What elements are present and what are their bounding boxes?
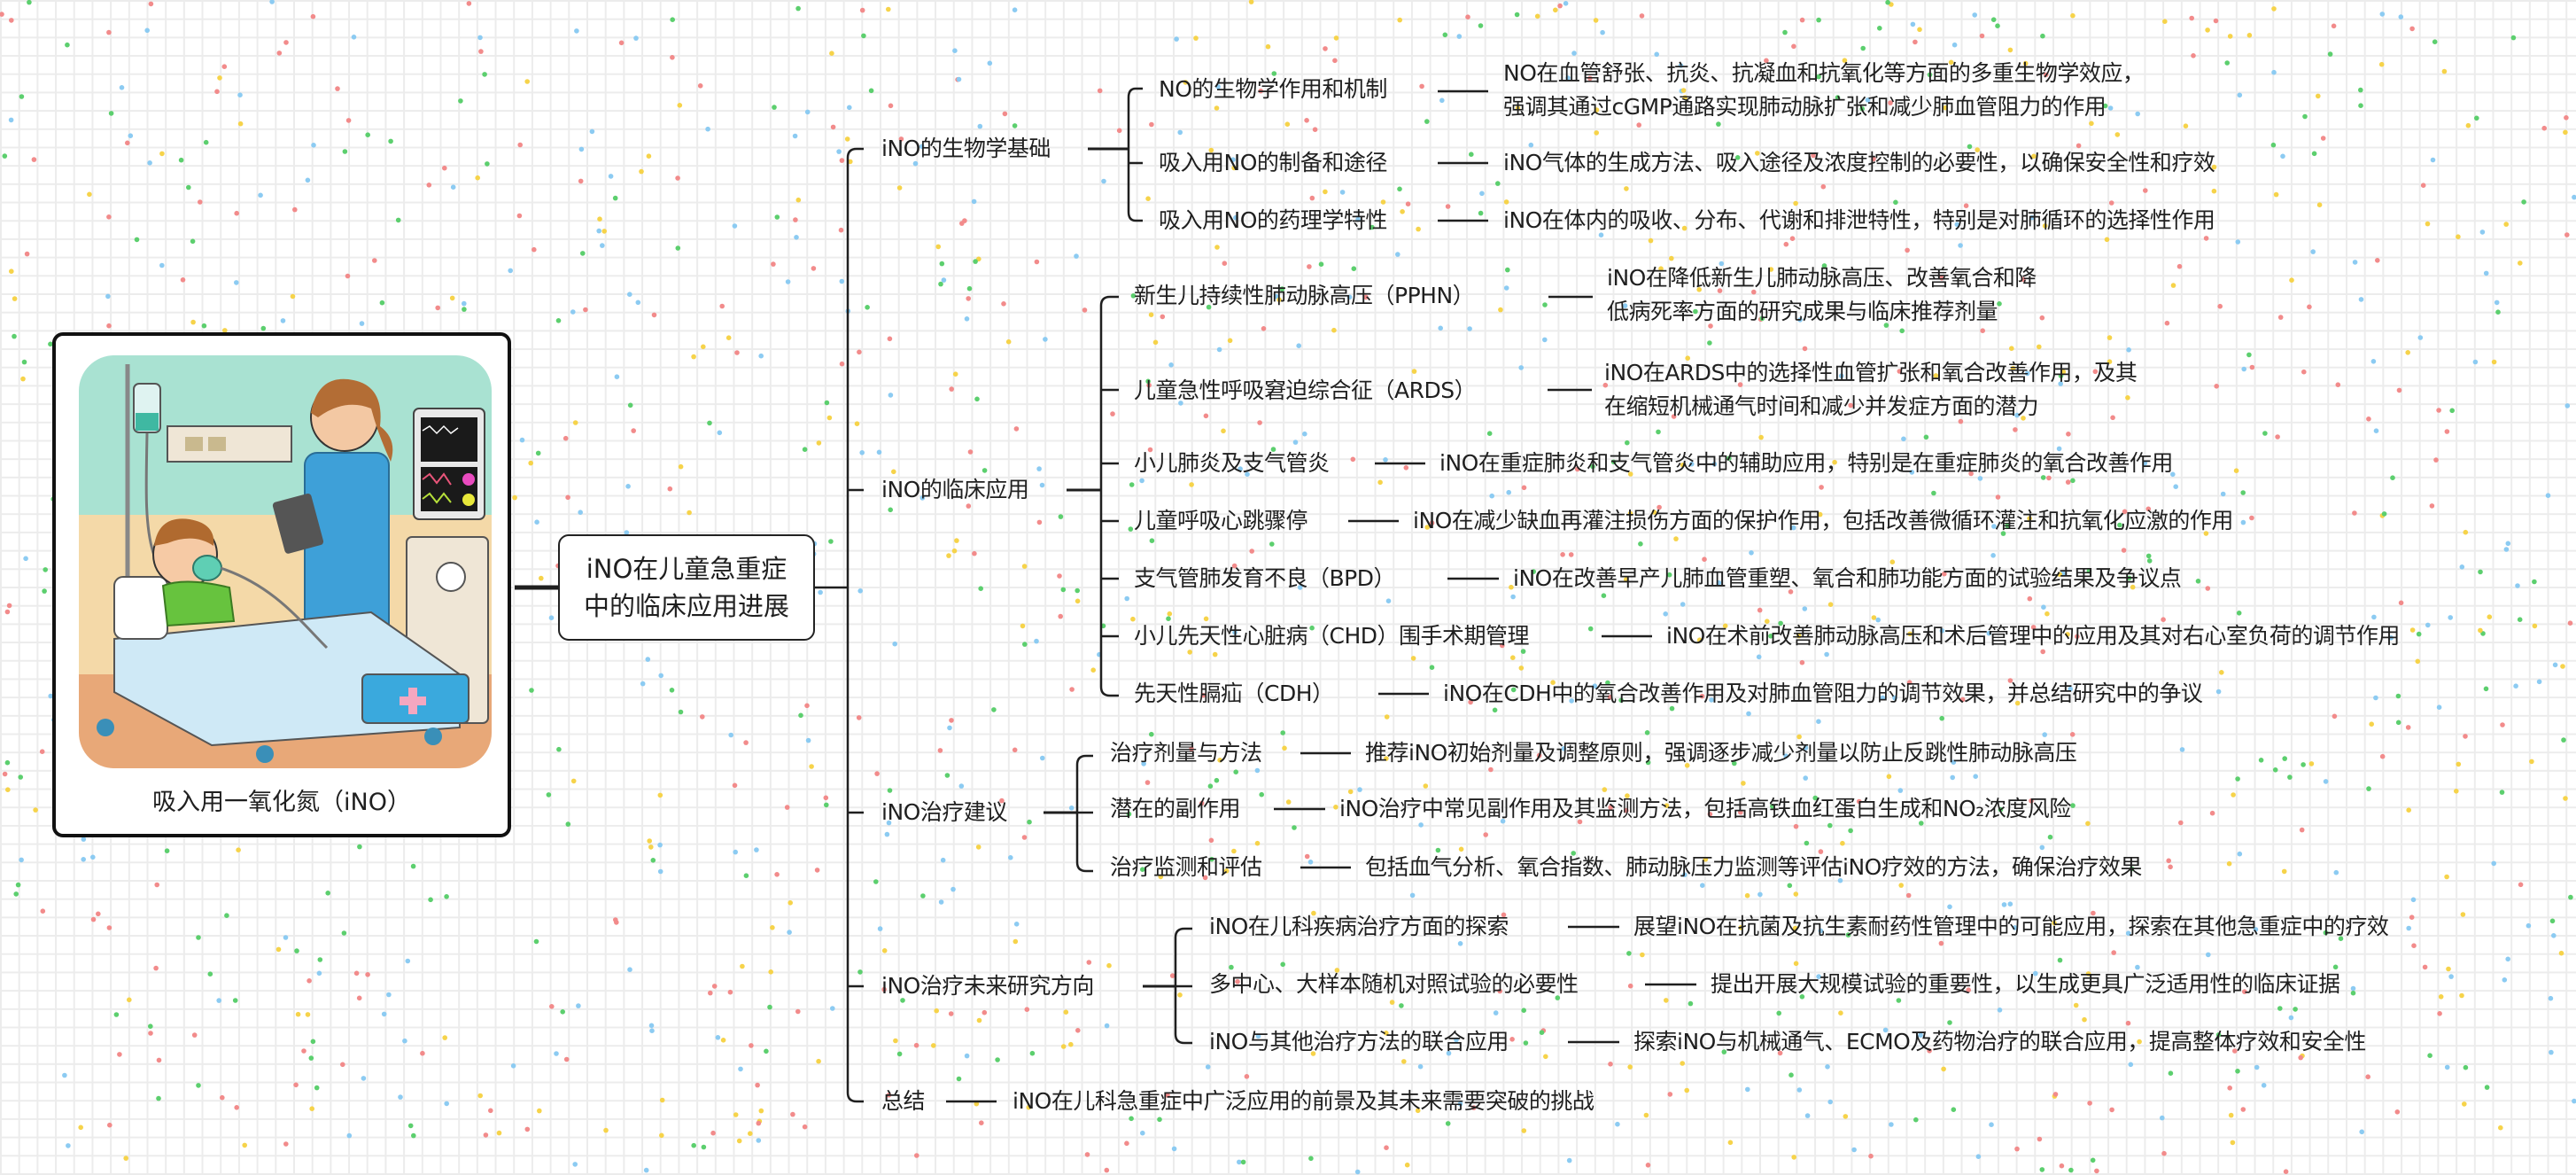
illustration-caption: 吸入用一氧化氮（iNO）: [152, 789, 411, 816]
detail-line: iNO在ARDS中的选择性血管扩张和氧合改善作用，及其: [1604, 360, 2138, 385]
branch-clinical-application[interactable]: iNO的临床应用: [881, 477, 1029, 502]
branch-treatment-recommendations[interactable]: iNO治疗建议: [881, 799, 1007, 825]
detail-line: 在缩短机械通气时间和减少并发症方面的潜力: [1604, 393, 2039, 419]
illustration-card[interactable]: 吸入用一氧化氮（iNO）: [52, 332, 511, 837]
root-title-line-2: 中的临床应用进展: [583, 591, 789, 621]
branch-future-research[interactable]: iNO治疗未来研究方向: [881, 973, 1094, 999]
detail-pphn[interactable]: iNO在降低新生儿肺动脉高压、改善氧合和降 低病死率方面的研究成果与临床推荐剂量: [1607, 261, 2037, 329]
topic-pediatric-exploration[interactable]: iNO在儿科疾病治疗方面的探索: [1209, 914, 1509, 939]
detail-no-pharmacology[interactable]: iNO在体内的吸收、分布、代谢和排泄特性，特别是对肺循环的选择性作用: [1503, 207, 2215, 233]
topic-dosage[interactable]: 治疗剂量与方法: [1110, 740, 1262, 766]
topic-no-preparation[interactable]: 吸入用NO的制备和途径: [1159, 150, 1387, 175]
topic-monitoring[interactable]: 治疗监测和评估: [1110, 854, 1262, 880]
detail-pneumonia[interactable]: iNO在重症肺炎和支气管炎中的辅助应用，特别是在重症肺炎的氧合改善作用: [1439, 450, 2173, 476]
detail-cdh[interactable]: iNO在CDH中的氧合改善作用及对肺血管阻力的调节效果，并总结研究中的争议: [1443, 681, 2203, 706]
nurse-patient-illustration: [79, 355, 492, 768]
topic-chd[interactable]: 小儿先天性心脏病（CHD）围手术期管理: [1134, 623, 1530, 649]
detail-pediatric-exploration[interactable]: 展望iNO在抗菌及抗生素耐药性管理中的可能应用，探索在其他急重症中的疗效: [1633, 914, 2389, 939]
topic-cardiac-arrest[interactable]: 儿童呼吸心跳骤停: [1134, 508, 1308, 533]
detail-line: iNO在降低新生儿肺动脉高压、改善氧合和降: [1607, 265, 2037, 291]
detail-line: 低病死率方面的研究成果与临床推荐剂量: [1607, 299, 1998, 324]
topic-cdh[interactable]: 先天性膈疝（CDH）: [1134, 681, 1334, 706]
detail-cardiac-arrest[interactable]: iNO在减少缺血再灌注损伤方面的保护作用，包括改善微循环灌注和抗氧化应激的作用: [1413, 508, 2233, 533]
topic-combination-therapy[interactable]: iNO与其他治疗方法的联合应用: [1209, 1029, 1509, 1054]
detail-line: 强调其通过cGMP通路实现肺动脉扩张和减少肺血管阻力的作用: [1503, 94, 2107, 120]
root-title-line-1: iNO在儿童急重症: [586, 554, 788, 584]
topic-pphn[interactable]: 新生儿持续性肺动脉高压（PPHN）: [1134, 283, 1475, 308]
detail-summary[interactable]: iNO在儿科急重症中广泛应用的前景及其未来需要突破的挑战: [1013, 1088, 1594, 1114]
detail-bpd[interactable]: iNO在改善早产儿肺血管重塑、氧合和肺功能方面的试验结果及争议点: [1513, 565, 2182, 591]
detail-side-effects[interactable]: iNO治疗中常见副作用及其监测方法，包括高铁血红蛋白生成和NO₂浓度风险: [1339, 796, 2071, 821]
topic-bpd[interactable]: 支气管肺发育不良（BPD）: [1134, 565, 1395, 591]
hospital-scene-icon: [79, 355, 492, 768]
topic-side-effects[interactable]: 潜在的副作用: [1110, 796, 1241, 821]
detail-dosage[interactable]: 推荐iNO初始剂量及调整原则，强调逐步减少剂量以防止反跳性肺动脉高压: [1365, 740, 2077, 766]
topic-pneumonia[interactable]: 小儿肺炎及支气管炎: [1134, 450, 1330, 476]
topic-no-biological-role[interactable]: NO的生物学作用和机制: [1159, 76, 1387, 102]
detail-ards[interactable]: iNO在ARDS中的选择性血管扩张和氧合改善作用，及其 在缩短机械通气时间和减少…: [1604, 356, 2138, 424]
branch-biology-basis[interactable]: iNO的生物学基础: [881, 136, 1051, 161]
detail-no-preparation[interactable]: iNO气体的生成方法、吸入途径及浓度控制的必要性，以确保安全性和疗效: [1503, 150, 2215, 175]
detail-chd[interactable]: iNO在术前改善肺动脉高压和术后管理中的应用及其对右心室负荷的调节作用: [1666, 623, 2400, 649]
detail-monitoring[interactable]: 包括血气分析、氧合指数、肺动脉压力监测等评估iNO疗效的方法，确保治疗效果: [1365, 854, 2142, 880]
branch-summary[interactable]: 总结: [881, 1088, 926, 1114]
topic-no-pharmacology[interactable]: 吸入用NO的药理学特性: [1159, 207, 1387, 233]
detail-no-biological-role[interactable]: NO在血管舒张、抗炎、抗凝血和抗氧化等方面的多重生物学效应， 强调其通过cGMP…: [1503, 57, 2145, 124]
detail-multicenter-rct[interactable]: 提出开展大规模试验的重要性，以生成更具广泛适用性的临床证据: [1711, 971, 2340, 997]
detail-combination-therapy[interactable]: 探索iNO与机械通气、ECMO及药物治疗的联合应用，提高整体疗效和安全性: [1633, 1029, 2366, 1054]
detail-line: NO在血管舒张、抗炎、抗凝血和抗氧化等方面的多重生物学效应，: [1503, 60, 2145, 86]
topic-ards[interactable]: 儿童急性呼吸窘迫综合征（ARDS）: [1134, 377, 1477, 403]
root-topic[interactable]: iNO在儿童急重症 中的临床应用进展: [558, 534, 815, 641]
topic-multicenter-rct[interactable]: 多中心、大样本随机对照试验的必要性: [1209, 971, 1579, 997]
